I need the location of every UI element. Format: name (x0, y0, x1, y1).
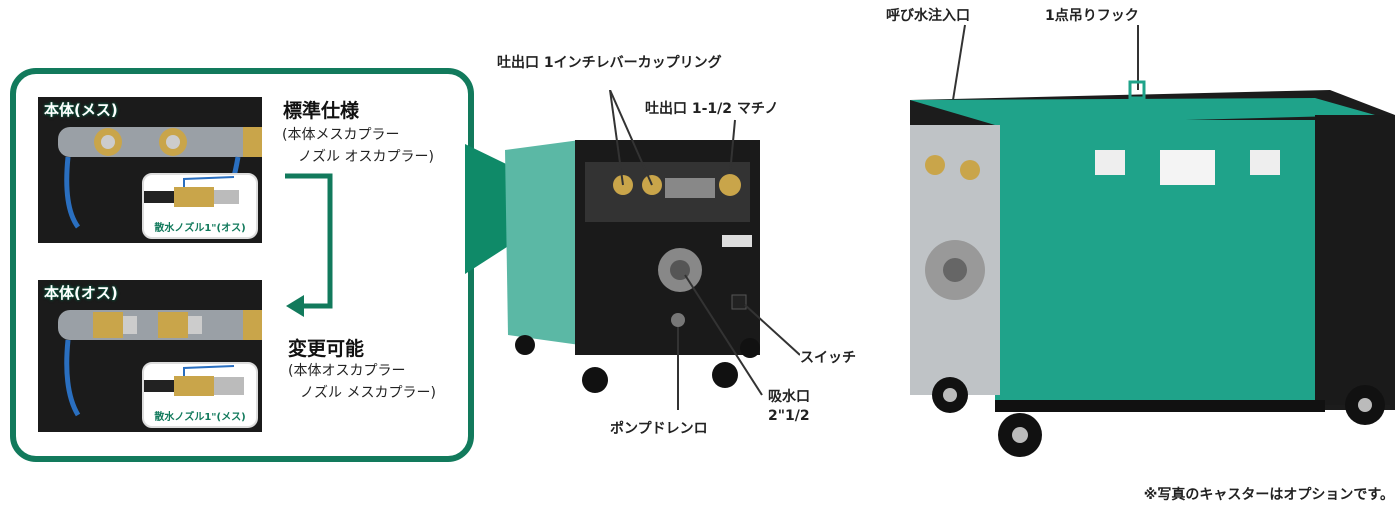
nozzle-caption: 散水ノズル1"(メス) (154, 412, 246, 423)
callout-discharge-lever: 吐出口 1インチレバーカップリング (497, 55, 722, 71)
changeable-line2: ノズル メスカプラー) (300, 385, 436, 401)
callout-suction-size: 2"1/2 (768, 408, 810, 424)
pipework-illustration (58, 310, 262, 417)
standard-spec-line2: ノズル オスカプラー) (298, 149, 434, 165)
nozzle-icon (144, 176, 239, 207)
changeable-title: 変更可能 (288, 338, 365, 360)
changeable-line1: (本体オスカプラー (288, 363, 406, 379)
standard-spec-line1: (本体メスカプラー (282, 127, 400, 143)
callout-priming-port: 呼び水注入口 (886, 8, 970, 24)
nozzle-inset: 散水ノズル1"(メス) (142, 362, 258, 428)
callout-discharge-machino: 吐出口 1-1/2 マチノ (645, 101, 779, 117)
callout-suction: 吸水口 (768, 389, 810, 405)
changeable-coupler-photo: 本体(オス) 散水ノズル1"(メス) (38, 280, 262, 432)
nozzle-icon (144, 365, 244, 396)
standard-spec-title: 標準仕様 (283, 100, 360, 122)
photo-tag: 本体(オス) (44, 284, 118, 302)
photo-tag: 本体(メス) (44, 101, 118, 119)
pump-side-view (910, 24, 1395, 457)
callout-switch: スイッチ (800, 350, 856, 366)
pump-front-view (505, 90, 800, 410)
callout-lifting-hook: 1点吊りフック (1045, 8, 1139, 24)
standard-coupler-photo: 本体(メス) 散水ノズル1"(オス) (38, 97, 262, 243)
callout-drain: ポンプドレンロ (610, 421, 708, 437)
caster-footnote: ※写真のキャスターはオプションです。 (1143, 487, 1394, 503)
nozzle-inset: 散水ノズル1"(オス) (142, 173, 258, 239)
change-arrow-icon (285, 173, 333, 317)
nozzle-caption: 散水ノズル1"(オス) (154, 223, 246, 234)
